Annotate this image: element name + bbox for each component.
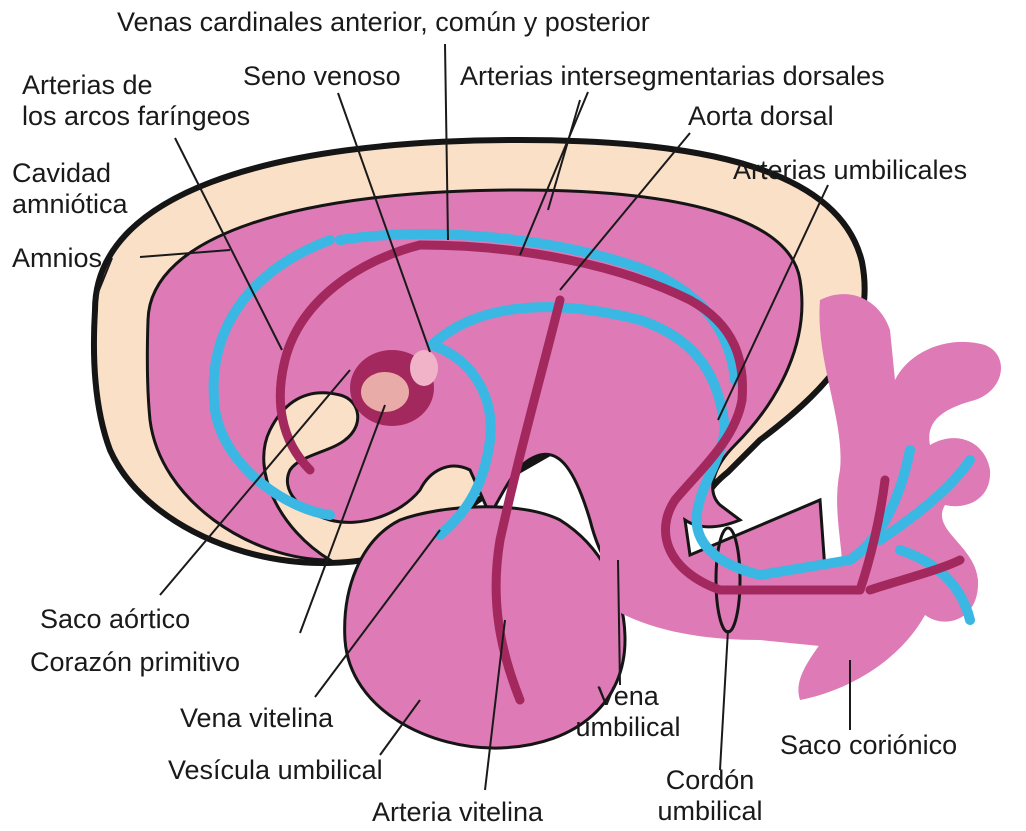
label-amniotic-cavity-line2: amniótica bbox=[12, 189, 128, 220]
label-vitelline-artery: Arteria vitelina bbox=[372, 797, 543, 828]
label-umbilical-vein-line2: umbilical bbox=[563, 712, 693, 743]
label-primitive-heart: Corazón primitivo bbox=[30, 647, 240, 678]
label-umbilical-arteries: Arterias umbilicales bbox=[733, 155, 967, 186]
label-umbilical-vesicle: Vesícula umbilical bbox=[168, 755, 383, 786]
label-amnion: Amnios bbox=[12, 243, 102, 274]
label-umbilical-vein-line1: Vena bbox=[563, 681, 693, 712]
label-vitelline-vein: Vena vitelina bbox=[180, 703, 333, 734]
label-umbilical-cord-line1: Cordón bbox=[645, 765, 775, 796]
label-umbilical-cord-line2: umbilical bbox=[645, 796, 775, 827]
label-sinus-venosus: Seno venoso bbox=[243, 61, 401, 92]
label-dorsal-aorta: Aorta dorsal bbox=[688, 101, 834, 132]
label-pharyngeal-arteries-line2: los arcos faríngeos bbox=[22, 101, 250, 132]
label-intersegmental-arteries: Arterias intersegmentarias dorsales bbox=[460, 61, 885, 92]
label-amniotic-cavity-line1: Cavidad bbox=[12, 158, 128, 189]
label-cardinal-veins: Venas cardinales anterior, común y poste… bbox=[117, 7, 650, 38]
label-amniotic-cavity: Cavidad amniótica bbox=[12, 158, 128, 220]
label-aortic-sac: Saco aórtico bbox=[40, 604, 190, 635]
label-pharyngeal-arteries: Arterias de los arcos faríngeos bbox=[22, 70, 250, 132]
label-chorionic-sac: Saco coriónico bbox=[780, 730, 957, 761]
label-pharyngeal-arteries-line1: Arterias de bbox=[22, 70, 250, 101]
sinus-venosus-shape bbox=[410, 350, 438, 386]
label-umbilical-vein: Vena umbilical bbox=[563, 681, 693, 743]
label-umbilical-cord: Cordón umbilical bbox=[645, 765, 775, 827]
